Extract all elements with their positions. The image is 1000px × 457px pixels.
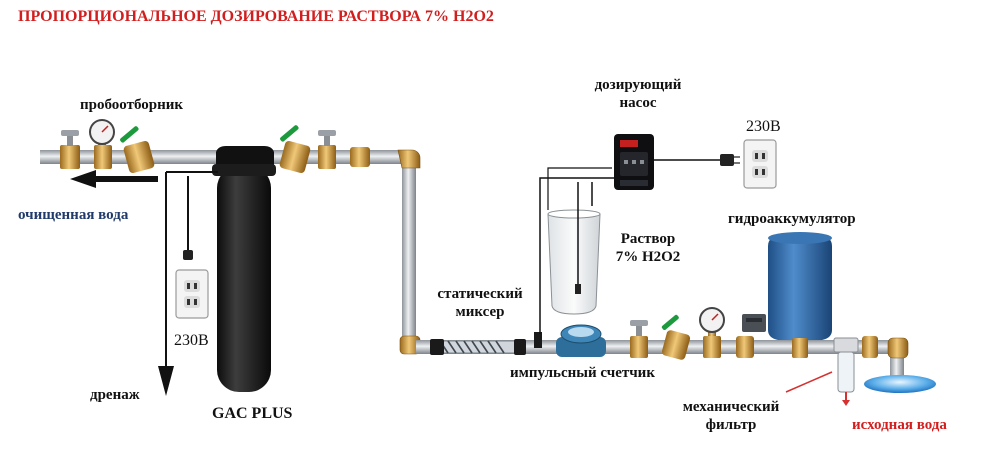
sampler-valve-icon[interactable]	[60, 130, 80, 169]
static-mixer	[430, 339, 526, 355]
dosing-pump-label: дозирующий насос	[578, 76, 698, 112]
pressure-gauge-icon	[699, 307, 725, 358]
dosing-line	[539, 177, 614, 334]
sampler-valve-icon[interactable]	[630, 320, 648, 358]
voltage-right-label: 230В	[746, 118, 781, 135]
solution-tank	[547, 209, 601, 315]
mechanical-filter	[833, 337, 859, 406]
pulse-meter-label: импульсный счетчик	[510, 365, 655, 381]
mechanical-filter-label-line2: фильтр	[705, 417, 757, 433]
vertical-pipe	[402, 164, 416, 342]
drain-arrow-icon	[158, 366, 174, 396]
ball-valve-icon[interactable]	[279, 124, 311, 173]
clean-water-arrow-icon	[70, 170, 96, 188]
filter-indicator-line	[785, 371, 833, 393]
accumulator-label: гидроаккумулятор	[728, 211, 856, 227]
accumulator-tank	[768, 232, 832, 358]
static-mixer-label: статический миксер	[428, 285, 532, 321]
pressure-gauge-icon	[89, 119, 115, 169]
power-plug-icon	[183, 250, 193, 260]
foot-valve	[575, 284, 581, 294]
clean-water-arrow-body	[94, 176, 158, 182]
pipe-coupling	[862, 336, 878, 358]
gac-plus-label: GAC PLUS	[212, 405, 293, 422]
sampler-label: пробоотборник	[80, 97, 184, 113]
mechanical-filter-label-line1: механический	[682, 399, 780, 415]
pulse-meter	[556, 324, 606, 357]
solution-label-line2: 7% H2O2	[615, 249, 681, 265]
pressure-switch-icon	[742, 314, 766, 332]
diagram-title: ПРОПОРЦИОНАЛЬНОЕ ДОЗИРОВАНИЕ РАСТВОРА 7%…	[18, 8, 494, 25]
sampler-valve-icon[interactable]	[318, 130, 336, 169]
static-mixer-label-line2: миксер	[455, 304, 505, 320]
injection-point	[534, 332, 542, 348]
static-mixer-label-line1: статический	[437, 286, 523, 302]
clean-water-label: очищенная вода	[18, 207, 129, 223]
ball-valve-icon[interactable]	[119, 125, 155, 173]
solution-label-line1: Раствор	[620, 231, 676, 247]
source-water-pool	[864, 375, 936, 393]
voltage-left-label: 230В	[174, 332, 209, 349]
pipe-coupling	[350, 147, 370, 167]
dosing-pump-icon[interactable]	[614, 134, 654, 190]
power-socket-icon	[743, 139, 777, 189]
top-elbow	[397, 149, 421, 169]
pipe-coupling	[736, 336, 754, 358]
gac-plus-tank	[212, 146, 276, 392]
power-plug-icon	[720, 154, 740, 166]
dosing-pump-label-line1: дозирующий	[594, 77, 682, 93]
mechanical-filter-label: механический фильтр	[668, 398, 794, 434]
power-socket-icon	[175, 269, 209, 319]
dosing-pump-label-line2: насос	[619, 95, 657, 111]
drain-label: дренаж	[90, 387, 140, 403]
solution-label: Раствор 7% H2O2	[598, 230, 698, 266]
source-water-label: исходная вода	[852, 417, 947, 433]
right-elbow	[887, 337, 909, 359]
pulse-cable	[547, 167, 612, 210]
ball-valve-icon[interactable]	[661, 314, 691, 361]
